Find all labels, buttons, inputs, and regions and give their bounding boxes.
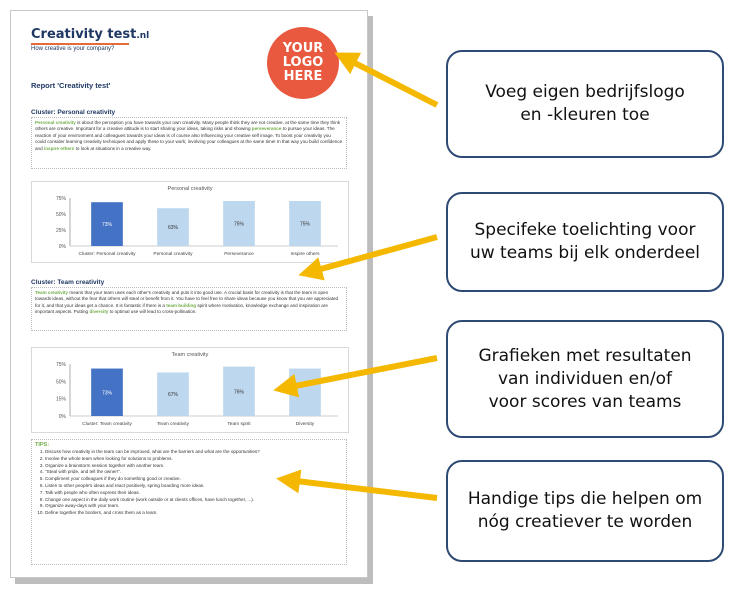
tip-item: Discuss how creativity in the team can b… — [45, 449, 343, 456]
y-tick-label: 0% — [59, 244, 67, 250]
y-tick-label: 50% — [56, 212, 67, 218]
report-title: Report 'Creativity test' — [31, 81, 111, 90]
bar-value-label: 75% — [300, 222, 311, 228]
paragraph-text: to optimal use will lead to cross-pollin… — [108, 309, 197, 315]
y-tick-label: 75% — [56, 196, 67, 202]
logo-placeholder: YOUR LOGO HERE — [267, 27, 339, 99]
tip-item: Involve the whole team when looking for … — [45, 456, 343, 463]
tip-item: Change one aspect in the daily work rout… — [45, 497, 343, 504]
chart-canvas: 75% 50% 15% 0% 73% Cluster: Team creativity 67… — [56, 362, 338, 427]
tip-item: "Steal with pride, and tell the owner!". — [45, 469, 343, 476]
tip-item: Organize away-days with your team. — [45, 503, 343, 510]
arrow-charts — [273, 355, 438, 398]
callout-explanation: Specifeke toelichting voor uw teams bij … — [446, 192, 724, 292]
tips-list: Discuss how creativity in the team can b… — [45, 449, 343, 517]
bar — [223, 366, 255, 416]
chart-title: Team creativity — [171, 352, 209, 358]
category-label: Team creativity — [157, 421, 190, 427]
cluster-team-title: Cluster: Team creativity — [31, 279, 105, 286]
chart-canvas: 75% 50% 25% 0% 73% Cluster: Personal creativi… — [56, 196, 338, 257]
y-tick-label: 50% — [56, 379, 67, 385]
bar-value-label: 63% — [168, 225, 179, 231]
team-creativity-chart: Team creativity 75% 50% 15% 0% 73% Cluster: T… — [31, 347, 349, 433]
category-label: Personal creativity — [153, 251, 193, 257]
category-label: Inspire others — [290, 251, 320, 257]
paragraph-text: to look at situations in a creative way. — [74, 145, 152, 151]
callout-logo: Voeg eigen bedrijfslogo en -kleuren toe — [446, 50, 724, 158]
tip-item: Organize a brainstorm session together w… — [45, 463, 343, 470]
brand-tagline: How creative is your company? — [31, 43, 129, 52]
brand-name: Creativity test.nl — [31, 27, 150, 42]
cluster-personal-paragraph: Personal creativity is about the percept… — [31, 117, 347, 169]
chart-title: Personal creativity — [167, 186, 213, 192]
report-page: Creativity test.nl How creative is your … — [10, 10, 368, 578]
highlighted-keyword: team building — [166, 302, 197, 308]
bar-value-label: 73% — [102, 222, 113, 228]
arrow-tips — [276, 469, 438, 501]
bar-value-label: 73% — [102, 390, 113, 396]
bar — [91, 202, 123, 246]
tip-item: Define together the borders, and cross t… — [45, 510, 343, 517]
category-label: Cluster: Personal creativity — [78, 251, 136, 257]
highlighted-keyword: diversity — [89, 309, 109, 315]
category-label: Diversity — [296, 421, 315, 427]
arrow-logo — [334, 52, 439, 108]
bar — [223, 201, 255, 246]
cluster-personal-title: Cluster: Personal creativity — [31, 109, 116, 116]
y-tick-label: 15% — [56, 397, 67, 403]
highlighted-keyword: perseverance — [251, 126, 282, 132]
paragraph-text: to pursue your ideas. The reaction of yo… — [35, 126, 343, 151]
bar — [91, 368, 123, 416]
cluster-team-paragraph: Team creativity means that your team use… — [31, 287, 347, 331]
paragraph-text: is about the perception you have towards… — [35, 120, 341, 132]
y-tick-label: 25% — [56, 228, 67, 234]
bar — [157, 372, 189, 416]
bar-value-label: 76% — [234, 389, 245, 395]
callout-tips: Handige tips die helpen om nóg creatieve… — [446, 460, 724, 562]
tips-title: TIPS: — [35, 442, 50, 448]
tip-item: Talk with people who often express their… — [45, 490, 343, 497]
category-label: Team spirit — [227, 421, 251, 427]
category-label: Perseverance — [224, 251, 254, 257]
paragraph-text: spirit where motivation, knowledge excha… — [35, 302, 328, 315]
bar-value-label: 75% — [234, 222, 245, 228]
highlighted-keyword: Personal creativity — [35, 120, 76, 125]
personal-creativity-chart: Personal creativity 75% 50% 25% 0% 73% Cluste… — [31, 181, 349, 263]
callout-charts: Grafieken met resultaten van individuen … — [446, 320, 724, 438]
highlighted-keyword: inspire others — [43, 145, 75, 151]
bar — [157, 208, 189, 246]
y-tick-label: 0% — [59, 414, 67, 420]
bar — [289, 201, 321, 246]
category-label: Cluster: Team creativity — [82, 421, 132, 427]
bar-value-label: 67% — [168, 392, 179, 398]
tip-item: Compliment your colleagues if they do so… — [45, 476, 343, 483]
arrow-explanation — [298, 234, 438, 281]
tip-item: Listen to other people's ideas and react… — [45, 483, 343, 490]
y-tick-label: 75% — [56, 362, 67, 368]
paragraph-text: means that your team uses each other's c… — [35, 290, 339, 308]
highlighted-keyword: Team creativity — [35, 290, 69, 295]
tips-box: TIPS: Discuss how creativity in the team… — [31, 439, 347, 565]
